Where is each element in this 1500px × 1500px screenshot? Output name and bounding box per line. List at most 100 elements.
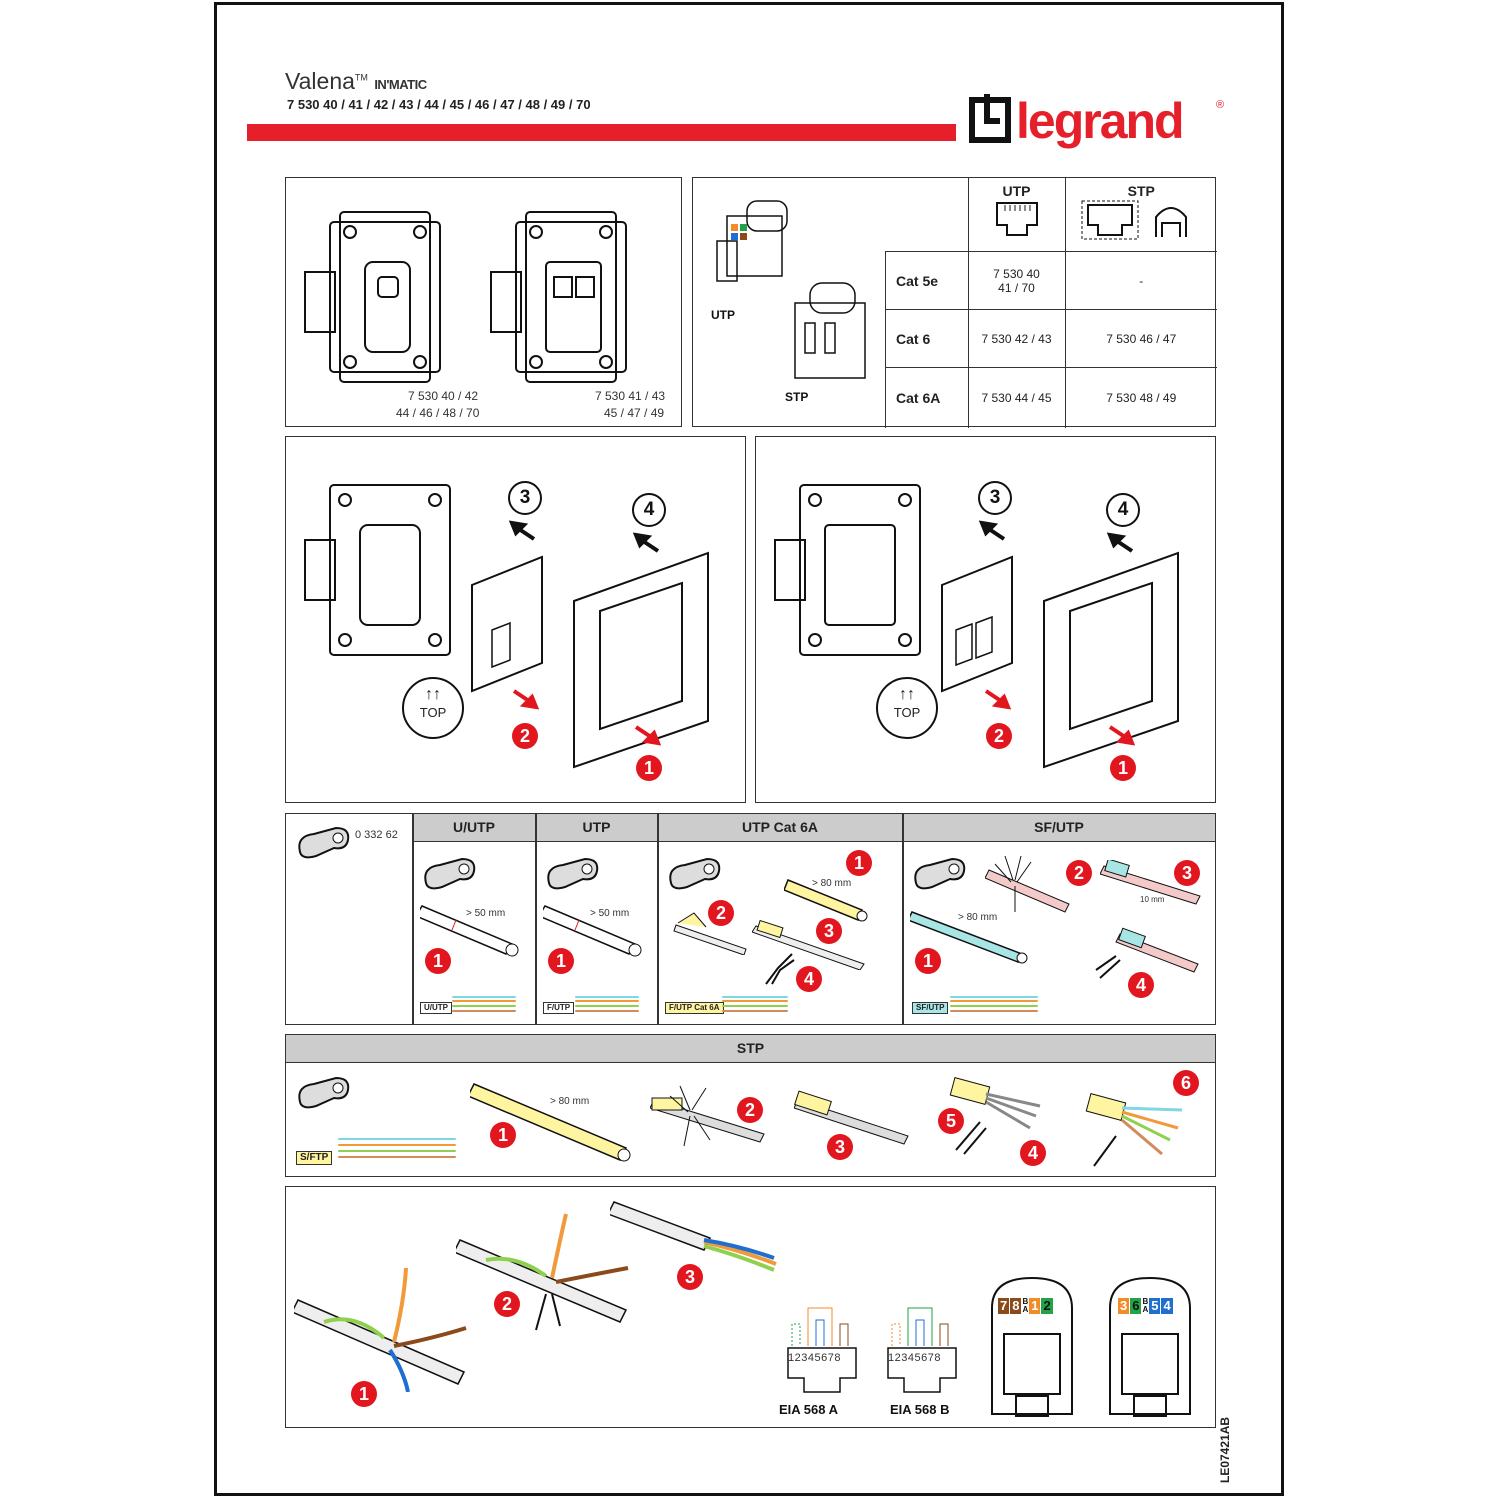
row-cat6a-utp: 7 530 44 / 45 xyxy=(967,367,1066,428)
stripping-tool-icon xyxy=(298,1076,350,1109)
step-5-badge: 5 xyxy=(938,1108,964,1134)
cable-braid-icon xyxy=(650,1085,765,1147)
step-4-badge: 4 xyxy=(796,966,822,992)
dim-80mm: > 80 mm xyxy=(812,878,852,889)
cable-tag-futp: F/UTP xyxy=(543,1002,575,1014)
step-4-badge: 4 xyxy=(1128,972,1154,998)
mounting-panel-double: 3 4 2 1 ↑↑ TOP xyxy=(755,436,1216,803)
row-cat5e-utp: 7 530 40 41 / 70 xyxy=(967,251,1066,310)
arrow-up-left-icon xyxy=(632,532,660,553)
cable-foil-fold-icon xyxy=(673,912,747,955)
cable-yellow-long-icon xyxy=(470,1083,631,1162)
dim-80mm: > 80 mm xyxy=(958,912,998,923)
top-orientation-icon: ↑↑ TOP xyxy=(402,677,464,739)
product-title: ValenaTM IN'MATIC xyxy=(285,68,427,94)
cable-stripped-icon xyxy=(543,905,642,957)
step-3-badge: 3 xyxy=(508,481,542,515)
wire-pair xyxy=(452,1010,516,1012)
step-2-badge: 2 xyxy=(708,900,734,926)
wire-pair xyxy=(722,996,788,998)
column-divider xyxy=(535,813,537,1025)
arrow-up-left-icon xyxy=(978,520,1006,541)
wire-pair xyxy=(338,1150,456,1152)
wire-pair xyxy=(575,996,639,998)
cable-untwist-step2 xyxy=(456,1213,629,1331)
header-uutp: U/UTP xyxy=(412,813,536,842)
step-2-badge: 2 xyxy=(494,1291,520,1317)
frame-illustration xyxy=(1043,551,1179,769)
cable-stripped-icon xyxy=(420,905,519,957)
step-4-badge: 4 xyxy=(1106,493,1140,527)
step-1-badge: 1 xyxy=(490,1122,516,1148)
step-1-badge: 1 xyxy=(425,948,451,974)
step-2-badge: 2 xyxy=(986,723,1012,749)
mechanism-single-illustration xyxy=(304,211,441,383)
cable-foil-cut-icon xyxy=(1095,927,1199,979)
row-cat6-stp: 7 530 46 / 47 xyxy=(1064,309,1217,368)
cable-stripped-stp-icon xyxy=(794,1090,909,1145)
wire-pair xyxy=(452,1005,516,1007)
cable-untwist-step1 xyxy=(294,1267,467,1392)
header-utp: UTP xyxy=(535,813,658,842)
wire-pair xyxy=(338,1156,456,1158)
connector-utp-label: UTP xyxy=(711,308,735,322)
wire-pair xyxy=(338,1144,456,1146)
step-2-badge: 2 xyxy=(1066,860,1092,886)
wire-pair xyxy=(950,1000,1038,1002)
step-1-badge: 1 xyxy=(548,948,574,974)
dim-10mm: 10 mm xyxy=(1140,895,1165,904)
connector-stp-label: STP xyxy=(785,390,809,404)
document-code: LE07421AB xyxy=(1218,1416,1232,1483)
cable-yellow-icon xyxy=(784,879,868,922)
row-cat5e-label: Cat 5e xyxy=(885,251,969,310)
row-cat6a-stp: 7 530 48 / 49 xyxy=(1064,367,1217,428)
legrand-logo: legrand ® xyxy=(968,92,1230,152)
cable-pairs-fold-icon xyxy=(1085,1093,1183,1167)
stripping-tool-icon xyxy=(547,857,599,890)
step-3-badge: 3 xyxy=(827,1134,853,1160)
step-2-badge: 2 xyxy=(737,1097,763,1123)
tool-reference: 0 332 62 xyxy=(355,829,398,841)
step-3-badge: 3 xyxy=(816,918,842,944)
dim-50mm: > 50 mm xyxy=(466,908,506,919)
step-3-badge: 3 xyxy=(1174,860,1200,886)
dim-80mm: > 80 mm xyxy=(550,1096,590,1107)
stripping-tool-icon xyxy=(914,857,966,890)
compat-panel: UTP STP UTP STP Cat 5e 7 530 40 41 / 70 … xyxy=(692,176,1217,428)
connector-stp-illustration xyxy=(794,282,866,379)
stripping-tool-icon xyxy=(424,857,476,890)
wire-pair xyxy=(338,1138,456,1140)
mounting-panel-single: 3 4 2 1 ↑↑ TOP xyxy=(285,436,746,803)
arrow-down-right-red-icon xyxy=(984,689,1012,710)
frame-illustration xyxy=(573,551,709,769)
eia568b-label: EIA 568 B xyxy=(890,1402,950,1417)
caption-double-1: 7 530 41 / 43 xyxy=(595,389,666,403)
caption-single-2: 44 / 46 / 48 / 70 xyxy=(396,406,480,420)
step-3-badge: 3 xyxy=(978,481,1012,515)
wire-pair xyxy=(575,1010,639,1012)
wire-pair xyxy=(452,1000,516,1002)
arrow-down-right-red-icon xyxy=(634,725,662,746)
wire-pair xyxy=(722,1010,788,1012)
column-divider xyxy=(902,813,904,1025)
cable-foil-icon xyxy=(1100,860,1201,905)
caption-single-1: 7 530 40 / 42 xyxy=(408,389,479,403)
arrow-up-left-icon xyxy=(508,520,536,541)
row-cat6a-label: Cat 6A xyxy=(885,367,969,428)
cable-cut-icon xyxy=(752,920,865,970)
arrow-down-right-red-icon xyxy=(1108,725,1136,746)
wire-pair xyxy=(950,1005,1038,1007)
wire-pair xyxy=(950,996,1038,998)
wire-pair xyxy=(452,996,516,998)
cover-plate-double xyxy=(941,555,1013,693)
rj45-stp-icon xyxy=(1081,200,1188,240)
eia568b-diagram xyxy=(887,1307,957,1393)
step-4-badge: 4 xyxy=(1020,1140,1046,1166)
dim-50mm: > 50 mm xyxy=(590,908,630,919)
cable-braid-icon xyxy=(985,855,1070,913)
mechanism-illustration xyxy=(304,484,451,656)
brand-wordmark: legrand xyxy=(1016,93,1183,149)
cable-tag-sftp: S/FTP xyxy=(296,1151,333,1165)
